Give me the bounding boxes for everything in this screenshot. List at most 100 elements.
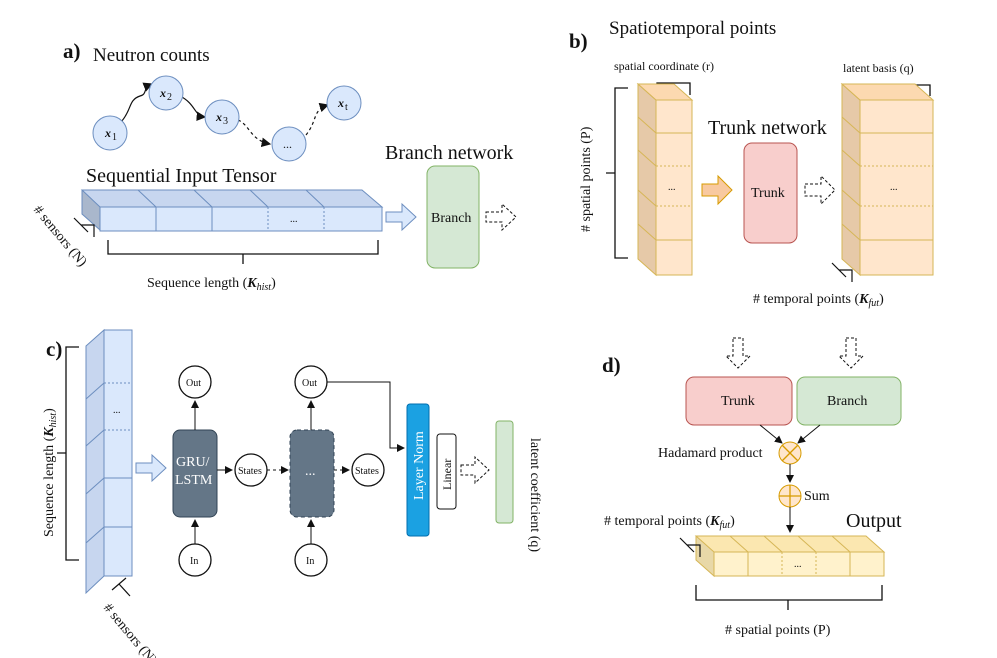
node-x3-sub: 3 [223,116,228,127]
node-x2-label: x [159,86,166,100]
states-node-1-label: States [238,466,262,477]
out-node-2-label: Out [302,378,317,389]
sum-label: Sum [804,489,830,504]
seq-length-bracket [107,240,379,264]
temporal-label-d: # temporal points (Kfut) [604,514,735,531]
output-title: Output [846,510,902,532]
sensors-bracket-c [111,577,131,597]
seq-length-bracket-c [57,346,79,561]
arrow-to-branch [385,202,417,232]
sequence-tensor: ... [85,328,133,595]
node-xt-label: x [337,96,344,110]
node-dots: ... [271,126,307,162]
branch-box-d [796,376,902,426]
layer-norm-label: Layer Norm [412,431,427,500]
edge-x2-x3 [179,95,207,122]
output-tensor-dots: ... [794,559,802,570]
node-x2: x 2 [148,75,184,111]
latent-basis-tensor: ... [840,82,935,277]
sensors-label-c: # sensors (N) [100,601,160,658]
trunk-output-arrow [804,174,836,206]
branch-box-d-label: Branch [827,394,867,409]
trunk-box-label: Trunk [751,186,785,201]
node-x3: x 3 [204,99,240,135]
trunk-box-d [685,376,793,426]
linear-block [436,433,457,510]
states-node-2 [351,453,385,487]
edge-branch-hadamard [797,424,821,444]
arrow-to-gru [135,453,167,483]
linear-output-arrow [460,455,490,485]
latent-coef-vector [495,420,514,524]
edge-x1-x2 [120,82,154,123]
hadamard-icon [778,441,802,465]
branch-box [426,165,480,269]
branch-box-label: Branch [431,211,471,226]
panel-d: d) Trunk Branch Hadamard product Sum Out… [602,337,902,638]
edge-out-layernorm [327,381,405,452]
panel-b-letter: b) [569,29,588,53]
in-node-1-label: In [190,556,198,567]
spatial-coord-label: spatial coordinate (r) [614,59,714,73]
trunk-input-arrow [724,337,752,369]
sequence-tensor-dots: ... [113,405,121,416]
latent-basis-dots: ... [890,182,898,193]
node-xt-sub: t [345,102,348,113]
sensors-bracket [73,217,95,237]
spatial-points-label: # spatial points (P) [579,126,594,232]
panel-a-letter: a) [63,39,81,63]
temporal-bracket-d [679,537,701,557]
branch-input-arrow [837,337,865,369]
gru-line1: GRU/ [176,455,210,470]
spatial-bracket-d [695,585,883,610]
node-x1-label: x [104,126,111,140]
panel-a-title: Neutron counts [93,45,210,66]
panel-c: c) ... Sequence length (Khist) # sensors… [42,328,542,658]
latent-basis-label: latent basis (q) [843,61,914,75]
layer-norm-block [406,403,430,537]
trunk-box-d-label: Trunk [721,394,755,409]
sum-icon [778,484,802,508]
temporal-bracket-b [831,262,853,282]
node-xt: x t [326,85,362,121]
linear-label: Linear [440,459,454,490]
branch-title: Branch network [385,142,513,164]
edge-trunk-hadamard [759,424,783,444]
in-node-2-label: In [306,556,314,567]
edge-dots-xt [305,102,330,136]
node-x1: x 1 [92,115,128,151]
branch-output-arrow [485,202,517,232]
panel-c-letter: c) [46,337,62,361]
panel-a: a) Neutron counts x 1 x 2 x 3 ... x [30,39,517,293]
panel-d-letter: d) [602,353,621,377]
seq-length-label: Sequence length (Khist) [147,276,276,293]
tensor-dots: ... [290,214,298,225]
spatial-tensor-dots: ... [668,182,676,193]
trunk-box [743,142,798,244]
panel-b: b) Spatiotemporal points spatial coordin… [569,18,935,309]
edge-x3-dots [237,119,272,148]
seq-length-label-c: Sequence length (Khist) [42,408,59,537]
panel-b-title: Spatiotemporal points [609,18,776,39]
input-tensor: ... [80,189,384,232]
node-x3-label: x [215,110,222,124]
hadamard-label: Hadamard product [658,446,763,461]
spatial-tensor: ... [636,82,694,277]
spatial-label-d: # spatial points (P) [725,623,831,638]
sensors-label: # sensors (N) [30,203,90,270]
gru-line2: LSTM [175,473,213,488]
states-node-2-label: States [355,466,379,477]
node-x2-sub: 2 [167,92,172,103]
trunk-title: Trunk network [708,117,827,139]
out-node-1 [178,365,212,399]
spatial-points-bracket [606,87,628,259]
node-dots-label: ... [283,137,292,151]
node-x1-sub: 1 [112,132,117,143]
temporal-label-b: # temporal points (Kfut) [753,292,884,309]
arrow-to-trunk [701,174,733,206]
tensor-title: Sequential Input Tensor [86,165,277,187]
output-tensor: ... [694,535,886,578]
rnn-dots: ... [305,464,316,479]
latent-coef-label: latent coefficient (q) [527,438,542,552]
